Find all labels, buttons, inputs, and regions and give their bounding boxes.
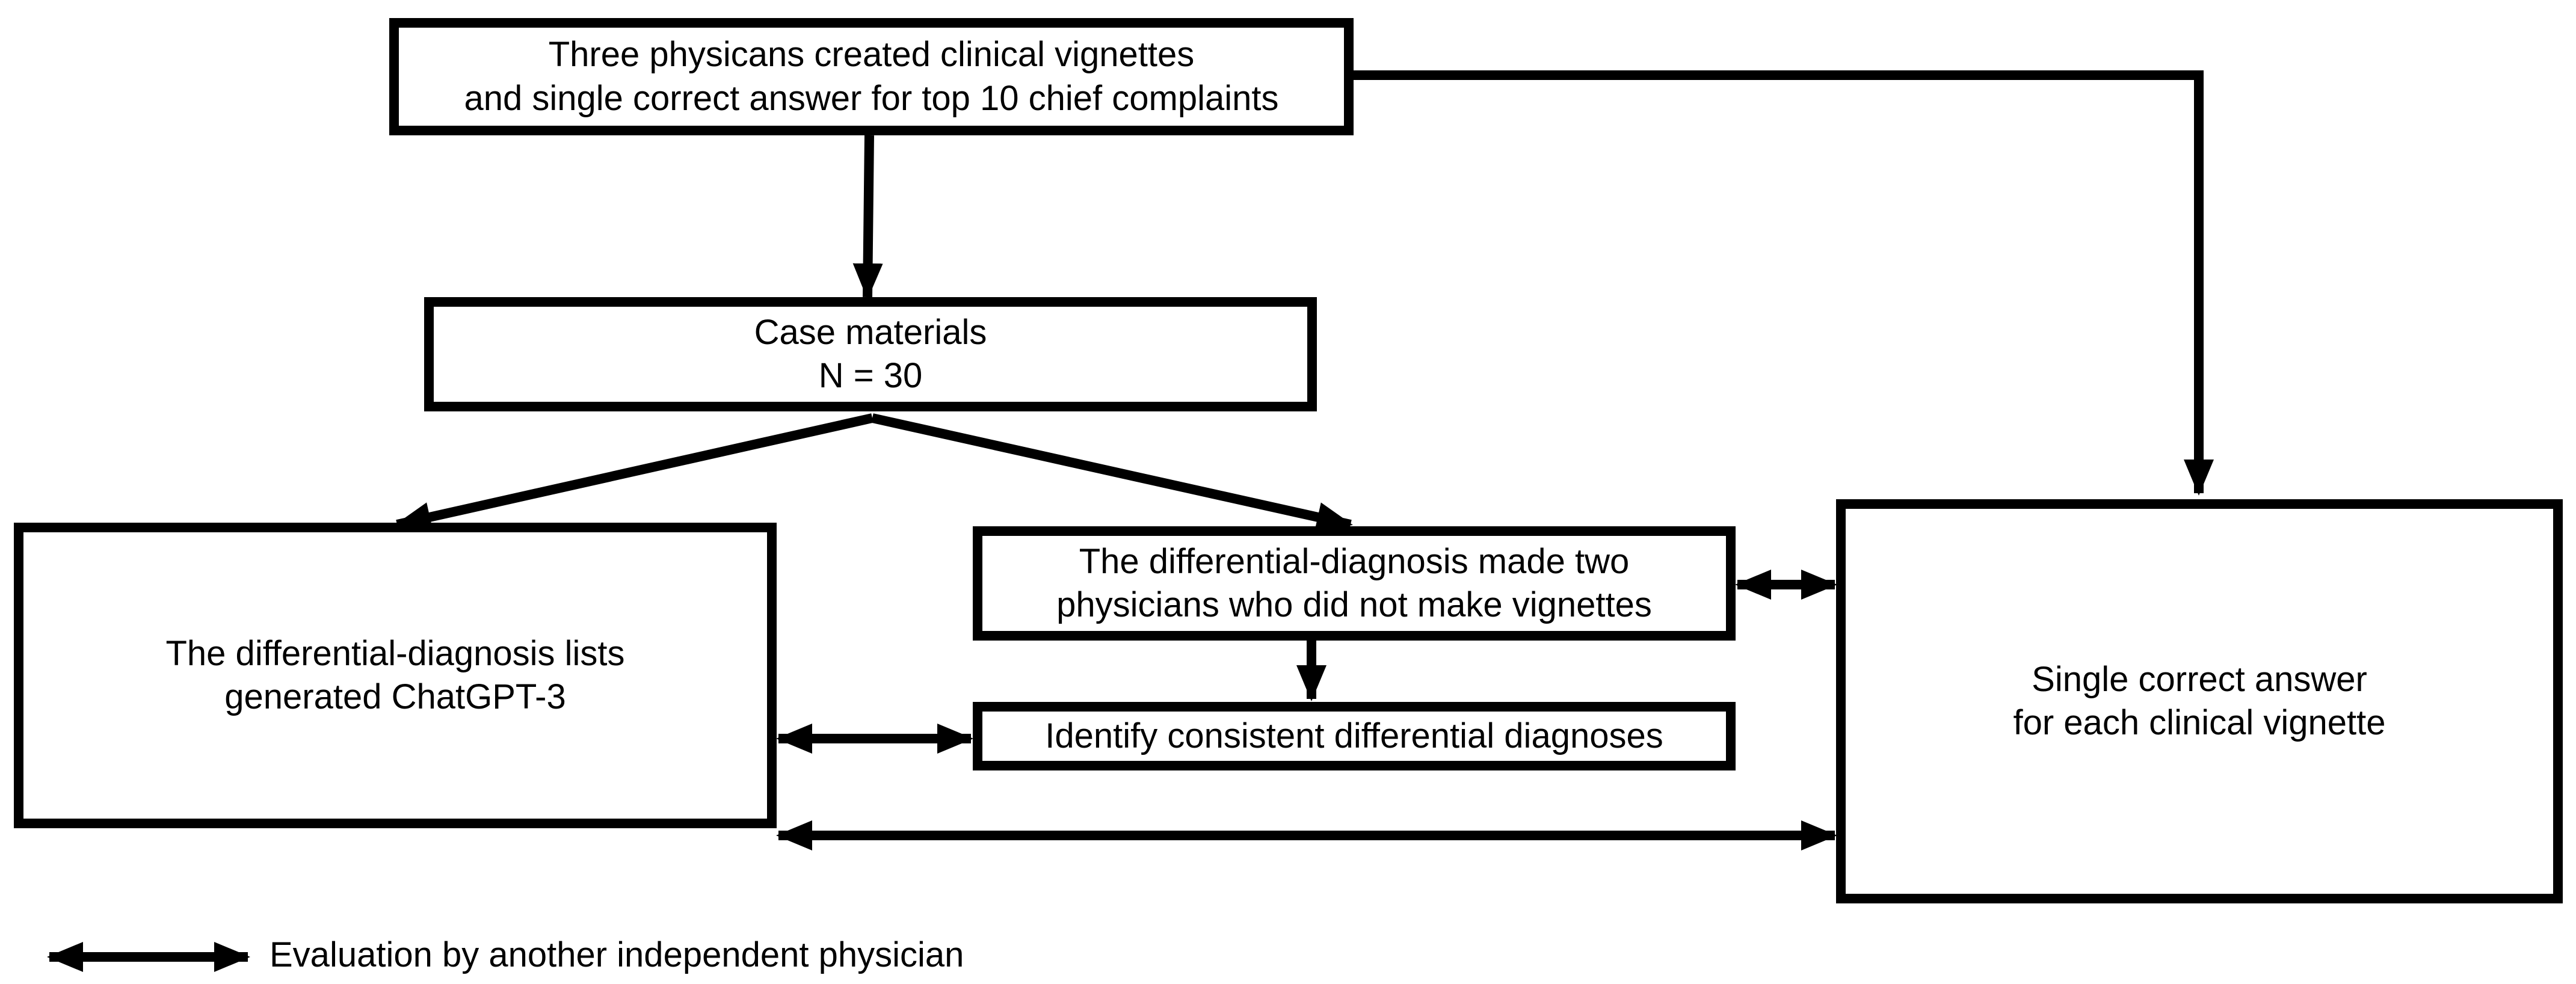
chatgpt-lists-box: The differential-diagnosis lists generat… <box>14 523 777 828</box>
case-materials-box: Case materials N = 30 <box>424 297 1317 411</box>
single-correct-answer-box: Single correct answer for each clinical … <box>1836 499 2563 903</box>
physician-differential-box: The differential-diagnosis made two phys… <box>973 526 1736 641</box>
identify-consistent-box: Identify consistent differential diagnos… <box>973 702 1736 770</box>
arrow-top-to-case <box>852 135 883 300</box>
arrow-case-to-chatgpt <box>395 413 874 532</box>
physician-differential-label: The differential-diagnosis made two phys… <box>1056 541 1652 625</box>
arrow-case-to-physicians <box>871 413 1353 532</box>
case-materials-label: Case materials N = 30 <box>754 312 987 396</box>
vignette-creation-box: Three physicans created clinical vignett… <box>389 18 1354 135</box>
identify-consistent-label: Identify consistent differential diagnos… <box>1045 716 1663 755</box>
arrow-top-to-correct-answer <box>1342 70 2214 496</box>
single-correct-answer-label: Single correct answer for each clinical … <box>2013 659 2386 743</box>
vignette-creation-label: Three physicans created clinical vignett… <box>464 35 1279 118</box>
chatgpt-lists-label: The differential-diagnosis lists generat… <box>165 633 625 717</box>
legend-label: Evaluation by another independent physic… <box>270 935 964 974</box>
